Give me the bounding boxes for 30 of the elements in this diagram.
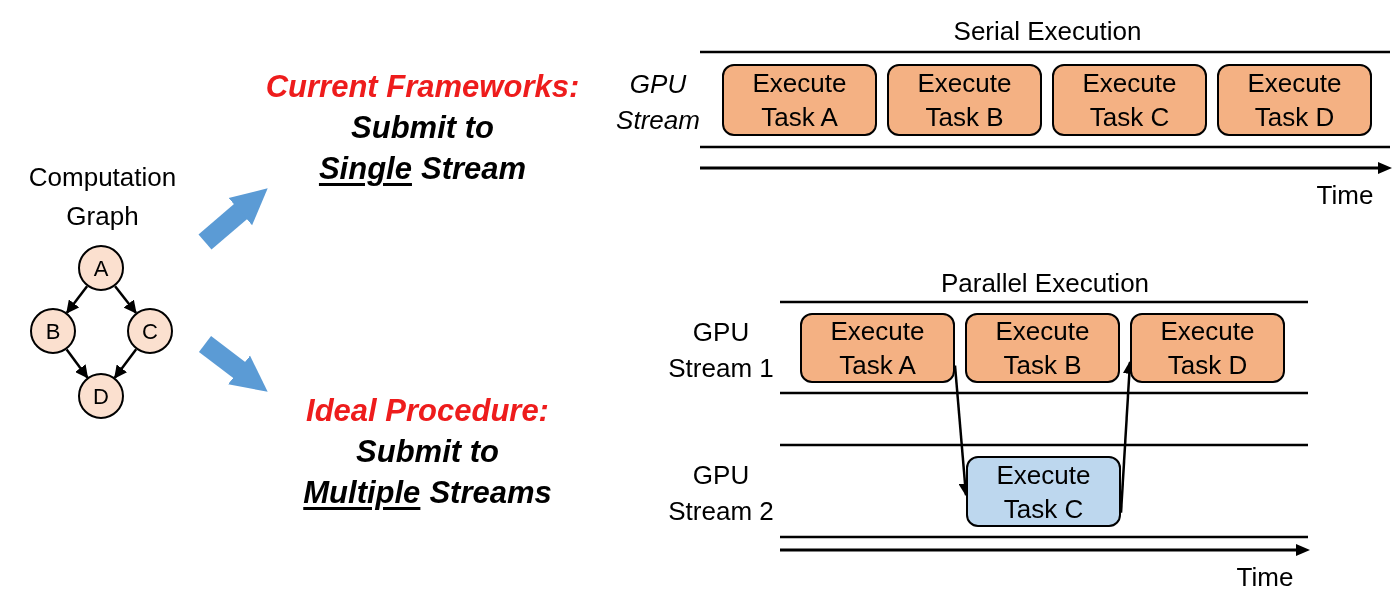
text-label: GPU Stream (615, 68, 701, 137)
arrow (113, 348, 138, 379)
body-text: Submit to (356, 433, 499, 471)
block-arrow (198, 188, 268, 250)
task-box: Execute Task A (722, 64, 877, 136)
task-box: Execute Task D (1130, 313, 1285, 383)
task-box: Execute Task A (800, 313, 955, 383)
underlined-text: Single (318, 150, 412, 188)
task-box: Execute Task C (966, 456, 1121, 527)
text-label: Time (1235, 561, 1295, 594)
task-box: Execute Task B (887, 64, 1042, 136)
task-box: Execute Task B (965, 313, 1120, 383)
body-text: Submit to (351, 109, 494, 147)
text-label: GPU Stream 2 (667, 459, 775, 528)
body-text: Streams (429, 474, 552, 512)
arrow (114, 285, 137, 314)
underlined-text: Multiple (303, 474, 421, 512)
body-text: Stream (420, 150, 527, 188)
arrow (65, 285, 89, 314)
heading-text: Current Frameworks: (265, 68, 580, 106)
text-label: Time (1315, 179, 1375, 212)
text-label: Computation Graph (27, 161, 178, 233)
task-box: Execute Task D (1217, 64, 1372, 136)
text-label: Parallel Execution (939, 267, 1151, 300)
task-box: Execute Task C (1052, 64, 1207, 136)
text-label: GPU Stream 1 (667, 316, 775, 385)
text-label: Serial Execution (952, 15, 1143, 48)
block-arrow (198, 336, 268, 392)
heading-text: Ideal Procedure: (306, 392, 549, 430)
arrow (65, 348, 89, 379)
